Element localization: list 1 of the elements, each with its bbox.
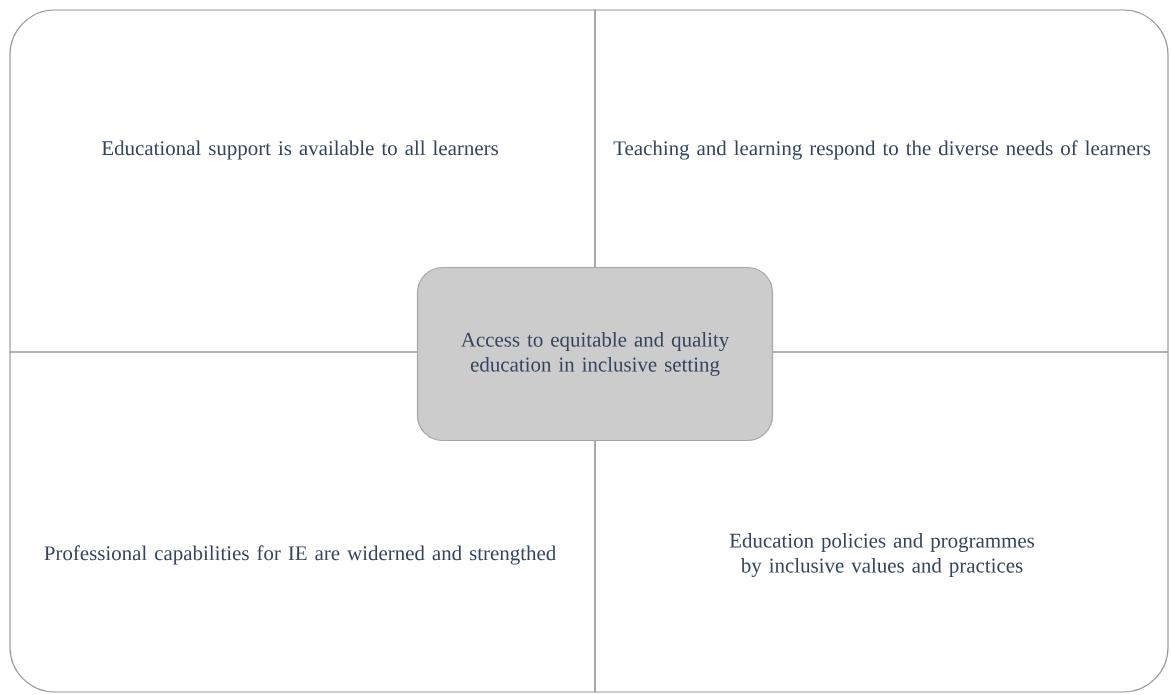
center-box: Access to equitable and quality education in inclusive setting	[416, 266, 774, 442]
